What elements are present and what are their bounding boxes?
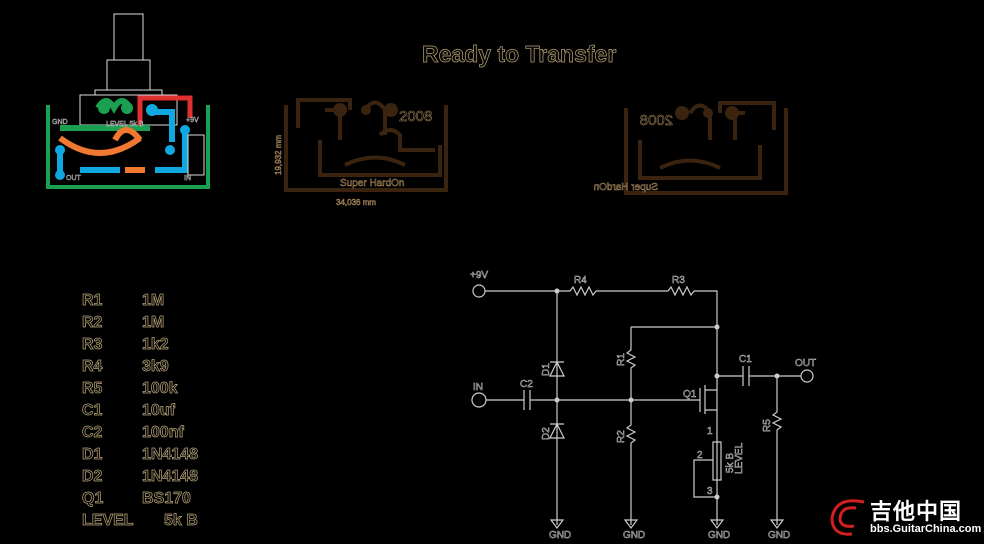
pcb-copper-layout: 2008 Super HardOn 34,036 mm 19,932 mm	[274, 98, 448, 207]
pcb-component-overlay: GND LEVEL 5k B +9V OUT IN	[46, 13, 210, 189]
part-row: C1 10uf	[82, 400, 198, 422]
part-row: D2 1N4148	[82, 466, 199, 488]
label-c2: C2	[520, 379, 533, 390]
part-row: R4 3k9	[82, 356, 198, 378]
watermark-url: bbs.GuitarChina.com	[870, 523, 982, 535]
label-gnd-2: GND	[623, 530, 645, 541]
part-ref: Q1	[82, 490, 104, 508]
pcb-label-level: LEVEL 5k B	[106, 121, 144, 128]
part-row: R5 100k	[82, 378, 198, 400]
part-row: D1 1N4148	[82, 444, 199, 466]
watermark: 吉他中国 bbs.GuitarChina.com	[826, 494, 982, 540]
label-r4: R4	[574, 275, 587, 286]
label-gnd-1: GND	[549, 530, 571, 541]
part-value: 1M	[142, 314, 165, 332]
part-row: LEVEL 5k B	[82, 510, 198, 532]
label-gnd-3: GND	[708, 530, 730, 541]
mirrored-pcb-name: Super HardOn	[594, 182, 658, 193]
label-pin2: 2	[697, 450, 703, 461]
part-value: 5k B	[164, 512, 198, 530]
pcb-label-gnd: GND	[52, 119, 68, 126]
label-r3: R3	[672, 275, 685, 286]
part-value: 1N4148	[142, 446, 199, 464]
label-pot-value: 5k B	[725, 453, 736, 473]
label-d2: D2	[541, 427, 552, 440]
part-ref: D1	[82, 446, 103, 464]
part-ref: D2	[82, 468, 103, 486]
part-ref: C2	[82, 424, 103, 442]
part-value: 3k9	[142, 358, 169, 376]
label-out: OUT	[795, 358, 816, 369]
pcb-label-out: OUT	[66, 175, 82, 182]
watermark-cn: 吉他中国	[870, 500, 963, 525]
part-value: BS170	[142, 490, 192, 508]
pcb-width: 34,036 mm	[336, 198, 376, 207]
part-row: R2 1M	[82, 312, 198, 334]
label-pot: LEVEL	[734, 442, 745, 474]
label-pin3: 3	[707, 486, 713, 497]
part-value: 100k	[142, 380, 178, 398]
part-value: 1M	[142, 292, 165, 310]
label-pin1: 1	[707, 426, 713, 437]
part-ref: R4	[82, 358, 103, 376]
pcb-label-vcc: +9V	[186, 117, 199, 124]
label-r1: R1	[616, 353, 627, 366]
part-value: 100nf	[142, 424, 184, 442]
part-ref: C1	[82, 402, 103, 420]
part-value: 1N4148	[142, 468, 199, 486]
label-q1: Q1	[683, 389, 697, 400]
pcb-year: 2008	[399, 108, 432, 125]
part-value: 10uf	[142, 402, 176, 420]
pcb-height: 19,932 mm	[274, 135, 283, 175]
part-row: Q1 BS170	[82, 488, 198, 510]
pcb-name: Super HardOn	[340, 178, 404, 189]
label-r5: R5	[762, 419, 773, 432]
pcb-label-in: IN	[184, 175, 191, 182]
pcb-mirrored-layout: 2008 Super HardOn	[593, 101, 788, 195]
dragon-logo-icon	[830, 499, 865, 536]
part-ref: R3	[82, 336, 103, 354]
label-d1: D1	[541, 363, 552, 376]
label-gnd-4: GND	[768, 530, 790, 541]
part-row: R1 1M	[82, 290, 198, 312]
label-vcc: +9V	[470, 270, 488, 281]
part-ref: R2	[82, 314, 103, 332]
part-ref: LEVEL	[82, 512, 134, 530]
label-r2: R2	[616, 430, 627, 443]
part-ref: R1	[82, 292, 103, 310]
part-row: R3 1k2	[82, 334, 198, 356]
page-title: Ready to Transfer	[422, 41, 617, 68]
part-ref: R5	[82, 380, 103, 398]
label-c1: C1	[739, 354, 752, 365]
part-value: 1k2	[142, 336, 169, 354]
part-row: C2 100nf	[82, 422, 198, 444]
mirrored-pcb-year: 2008	[640, 112, 673, 129]
label-in: IN	[473, 382, 483, 393]
